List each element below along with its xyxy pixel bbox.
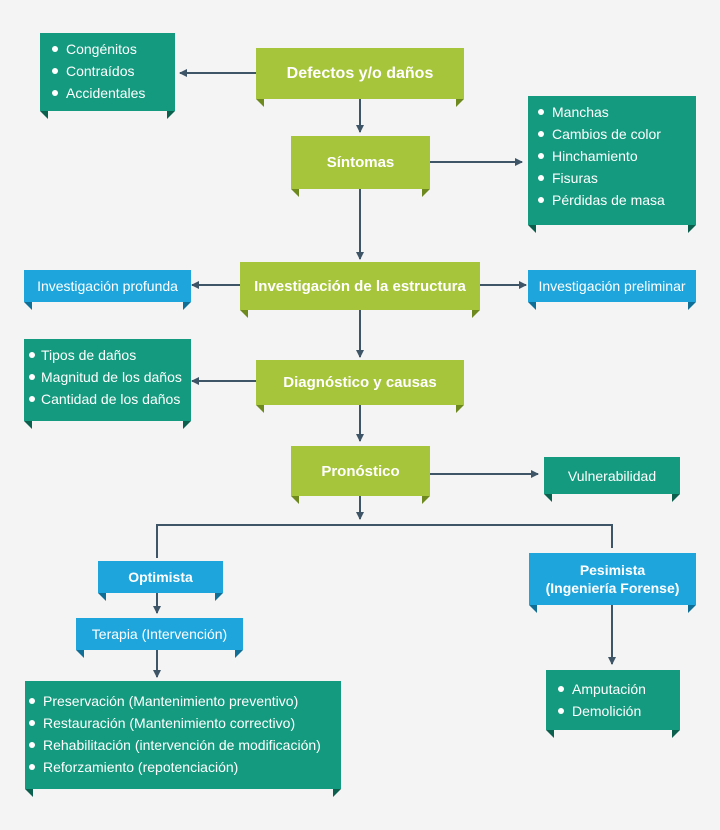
node-investigacion-profunda: Investigación profunda: [24, 270, 191, 310]
list-pesimista-items: Amputación Demolición: [556, 678, 680, 722]
ribbon-fold: [688, 605, 696, 613]
ribbon-fold: [529, 605, 537, 613]
ribbon-fold: [456, 99, 464, 107]
node-vulnerabilidad-label: Vulnerabilidad: [567, 467, 657, 484]
ribbon-fold: [24, 302, 32, 310]
list-item: Congénitos: [50, 38, 175, 60]
list-item: Cambios de color: [536, 123, 696, 145]
ribbon-fold: [546, 730, 554, 738]
node-diagnostico-label: Diagnóstico y causas: [283, 374, 437, 391]
list-item: Contraídos: [50, 60, 175, 82]
node-pesimista: Pesimista (Ingeniería Forense): [529, 553, 696, 613]
ribbon-fold: [544, 494, 552, 502]
ribbon-fold: [456, 405, 464, 413]
connector-branch: [156, 524, 613, 558]
node-vulnerabilidad: Vulnerabilidad: [544, 457, 680, 502]
node-investigacion-preliminar-label: Investigación preliminar: [538, 278, 686, 294]
list-item: Demolición: [556, 700, 680, 722]
ribbon-fold: [167, 111, 175, 119]
list-item: Restauración (Mantenimiento correctivo): [27, 712, 341, 734]
list-item: Fisuras: [536, 167, 696, 189]
ribbon-fold: [422, 496, 430, 504]
ribbon-fold: [333, 789, 341, 797]
node-investigacion-profunda-label: Investigación profunda: [37, 278, 178, 294]
node-defectos: Defectos y/o daños: [256, 48, 464, 107]
list-sintomas: Manchas Cambios de color Hinchamiento Fi…: [528, 96, 696, 233]
ribbon-fold: [291, 496, 299, 504]
ribbon-fold: [291, 189, 299, 197]
list-item: Amputación: [556, 678, 680, 700]
list-item: Hinchamiento: [536, 145, 696, 167]
node-sintomas-label: Síntomas: [326, 154, 395, 171]
node-pesimista-label: Pesimista: [579, 562, 646, 578]
node-pesimista-sublabel: (Ingeniería Forense): [545, 580, 680, 596]
list-item: Preservación (Mantenimiento preventivo): [27, 690, 341, 712]
ribbon-fold: [40, 111, 48, 119]
ribbon-fold: [215, 593, 223, 601]
node-defectos-label: Defectos y/o daños: [286, 64, 434, 82]
list-sintomas-items: Manchas Cambios de color Hinchamiento Fi…: [536, 101, 696, 211]
list-terapia-items: Preservación (Mantenimiento preventivo) …: [27, 690, 341, 778]
node-optimista-label: Optimista: [128, 569, 193, 585]
list-origen-items: Congénitos Contraídos Accidentales: [50, 38, 175, 104]
list-diagnostico: Tipos de daños Magnitud de los daños Can…: [24, 339, 191, 429]
ribbon-fold: [528, 302, 536, 310]
ribbon-fold: [528, 225, 536, 233]
node-investigacion-preliminar: Investigación preliminar: [528, 270, 696, 310]
ribbon-fold: [472, 310, 480, 318]
list-item: Cantidad de los daños: [29, 388, 191, 410]
ribbon-fold: [24, 421, 32, 429]
node-investigacion: Investigación de la estructura: [240, 262, 480, 318]
node-terapia-label: Terapia (Intervención): [91, 626, 228, 642]
node-investigacion-label: Investigación de la estructura: [254, 277, 466, 295]
list-pesimista: Amputación Demolición: [546, 670, 680, 738]
ribbon-fold: [25, 789, 33, 797]
ribbon-fold: [98, 593, 106, 601]
ribbon-fold: [688, 225, 696, 233]
list-origen: Congénitos Contraídos Accidentales: [40, 33, 175, 119]
node-sintomas: Síntomas: [291, 136, 430, 197]
ribbon-fold: [256, 99, 264, 107]
ribbon-fold: [422, 189, 430, 197]
ribbon-fold: [76, 650, 84, 658]
node-diagnostico: Diagnóstico y causas: [256, 360, 464, 413]
list-item: Magnitud de los daños: [29, 366, 191, 388]
list-item: Tipos de daños: [29, 344, 191, 366]
ribbon-fold: [256, 405, 264, 413]
list-item: Accidentales: [50, 82, 175, 104]
ribbon-fold: [240, 310, 248, 318]
list-terapia: Preservación (Mantenimiento preventivo) …: [25, 681, 341, 797]
node-optimista: Optimista: [98, 561, 223, 601]
list-item: Manchas: [536, 101, 696, 123]
node-terapia: Terapia (Intervención): [76, 618, 243, 658]
ribbon-fold: [672, 494, 680, 502]
node-pronostico-label: Pronóstico: [321, 462, 400, 480]
list-item: Reforzamiento (repotenciación): [27, 756, 341, 778]
node-pronostico: Pronóstico: [291, 446, 430, 504]
ribbon-fold: [672, 730, 680, 738]
ribbon-fold: [183, 302, 191, 310]
list-diagnostico-items: Tipos de daños Magnitud de los daños Can…: [29, 344, 191, 410]
list-item: Rehabilitación (intervención de modifica…: [27, 734, 341, 756]
list-item: Pérdidas de masa: [536, 189, 696, 211]
ribbon-fold: [235, 650, 243, 658]
ribbon-fold: [688, 302, 696, 310]
ribbon-fold: [183, 421, 191, 429]
